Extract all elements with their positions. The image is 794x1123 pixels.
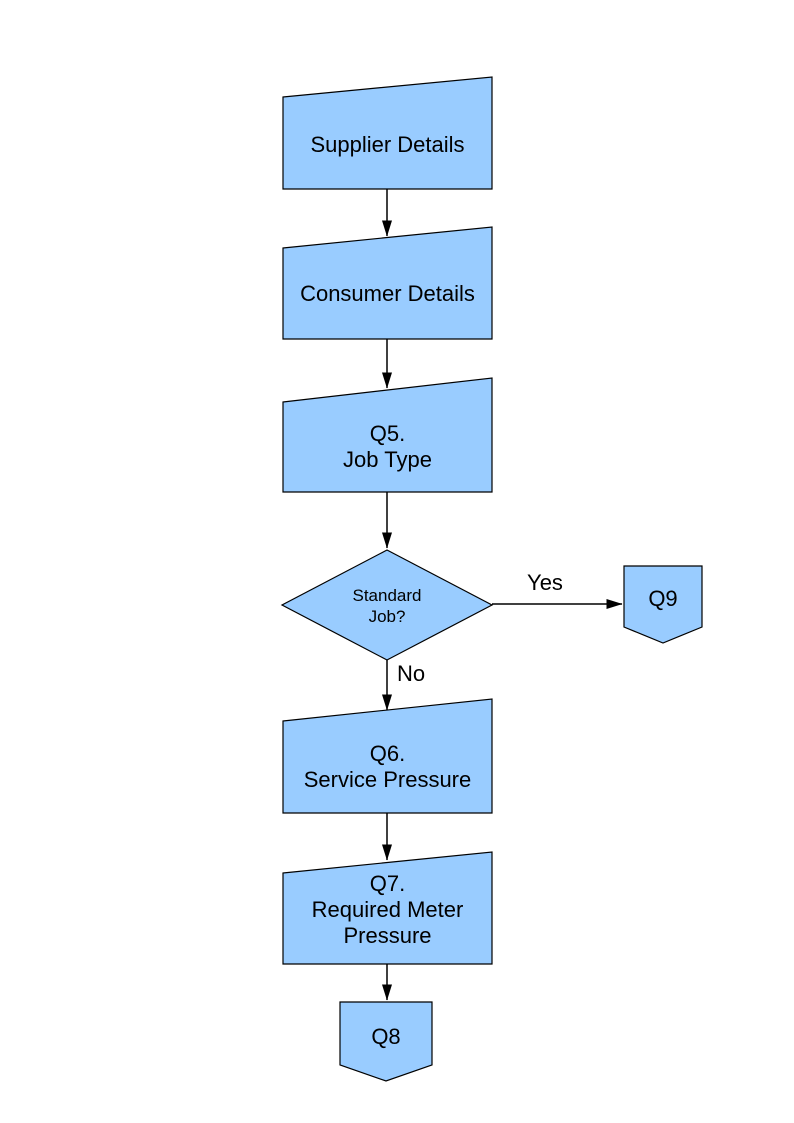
q7-required-meter-pressure-label: Q7. Required Meter Pressure — [311, 871, 464, 948]
yes-branch-label: Yes — [527, 570, 563, 595]
standard-job-decision-label: Standard Job? — [352, 586, 422, 626]
q8-label: Q8 — [371, 1024, 401, 1049]
supplier-details-shape — [282, 76, 493, 190]
q5-job-type-label: Q5. Job Type — [343, 421, 432, 472]
q9-label: Q9 — [648, 586, 678, 611]
consumer-details-label: Consumer Details — [300, 281, 475, 306]
q7-required-meter-pressure-shape — [282, 851, 493, 965]
q8-offpage-connector-shape — [339, 1001, 433, 1082]
no-branch-label: No — [397, 661, 426, 686]
q6-service-pressure-label: Q6. Service Pressure — [303, 741, 472, 792]
q6-service-pressure-shape — [282, 698, 493, 814]
supplier-details-label: Supplier Details — [310, 132, 465, 157]
q9-offpage-connector-shape — [623, 565, 703, 644]
consumer-details-shape — [282, 226, 493, 340]
q5-job-type-shape — [282, 377, 493, 493]
